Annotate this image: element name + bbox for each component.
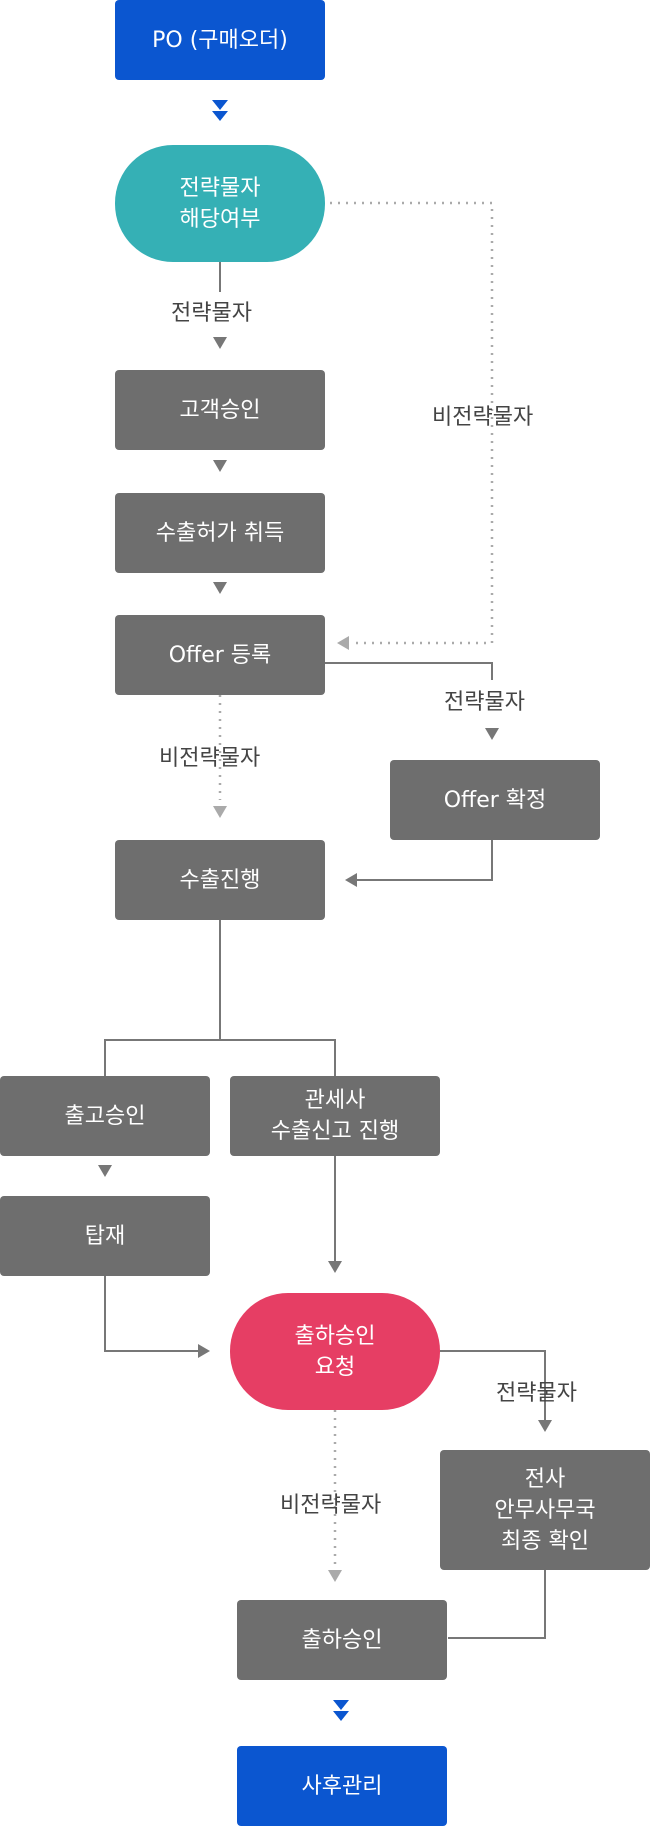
- arrow-down-icon: [328, 1261, 342, 1273]
- arrow-down-icon: [213, 337, 227, 349]
- shipping-approval-label: 출고승인: [64, 1103, 146, 1129]
- export-license-label: 수출허가 취득: [155, 520, 285, 546]
- double-arrow-icon: [212, 111, 228, 121]
- po-label: PO (구매오더): [152, 27, 288, 53]
- connector-line: [440, 1350, 546, 1420]
- double-arrow-icon: [212, 100, 228, 110]
- arrow-down-icon: [213, 460, 227, 472]
- arrow-down-icon: [213, 582, 227, 594]
- customs-export-box: 관세사 수출신고 진행: [230, 1076, 440, 1156]
- strategic-label-2: 전략물자: [444, 690, 525, 715]
- connector-line: [448, 1570, 546, 1639]
- non-strategic-label-3: 비전략물자: [280, 1493, 382, 1518]
- arrow-right-icon: [198, 1344, 210, 1358]
- offer-confirm-label: Offer 확정: [443, 787, 547, 813]
- shipment-request-label: 출하승인 요청: [294, 1323, 376, 1380]
- offer-register-box: Offer 등록: [115, 615, 325, 695]
- offer-register-label: Offer 등록: [168, 642, 272, 668]
- arrow-down-icon: [98, 1165, 112, 1177]
- arrow-left-icon: [337, 636, 349, 650]
- offer-confirm-box: Offer 확정: [390, 760, 600, 840]
- strategic-check-node: 전략물자 해당여부: [115, 145, 325, 262]
- double-arrow-icon: [333, 1700, 349, 1710]
- dotted-connector: [330, 201, 494, 645]
- customs-export-label: 관세사 수출신고 진행: [270, 1088, 400, 1144]
- shipment-approval-box: 출하승인: [237, 1600, 447, 1680]
- shipping-approval-box: 출고승인: [0, 1076, 210, 1156]
- security-office-label: 전사 안무사무국 최종 확인: [494, 1466, 596, 1554]
- arrow-left-icon: [345, 873, 357, 887]
- after-service-box: 사후관리: [237, 1746, 447, 1826]
- export-progress-box: 수출진행: [115, 840, 325, 920]
- arrow-down-icon: [538, 1420, 552, 1432]
- non-strategic-label-2: 비전략물자: [159, 746, 261, 771]
- arrow-down-icon: [213, 806, 227, 818]
- connector-line: [104, 1039, 336, 1076]
- arrow-down-icon: [328, 1570, 342, 1582]
- connector-line: [104, 1276, 200, 1352]
- export-progress-label: 수출진행: [179, 867, 261, 893]
- customer-approval-box: 고객승인: [115, 370, 325, 450]
- double-arrow-icon: [333, 1711, 349, 1721]
- after-service-label: 사후관리: [301, 1773, 383, 1799]
- security-office-box: 전사 안무사무국 최종 확인: [440, 1450, 650, 1570]
- non-strategic-label-1: 비전략물자: [432, 405, 534, 430]
- loading-label: 탑재: [84, 1223, 126, 1249]
- shipment-request-node: 출하승인 요청: [230, 1293, 440, 1410]
- shipment-approval-label: 출하승인: [301, 1627, 383, 1653]
- strategic-label-1: 전략물자: [171, 301, 252, 326]
- po-box: PO (구매오더): [115, 0, 325, 80]
- strategic-label-3: 전략물자: [496, 1381, 577, 1406]
- customer-approval-label: 고객승인: [179, 397, 261, 423]
- loading-box: 탑재: [0, 1196, 210, 1276]
- connector-line: [355, 840, 493, 881]
- arrow-down-icon: [485, 728, 499, 740]
- strategic-check-label: 전략물자 해당여부: [179, 175, 261, 232]
- connector-line: [325, 662, 493, 680]
- export-license-box: 수출허가 취득: [115, 493, 325, 573]
